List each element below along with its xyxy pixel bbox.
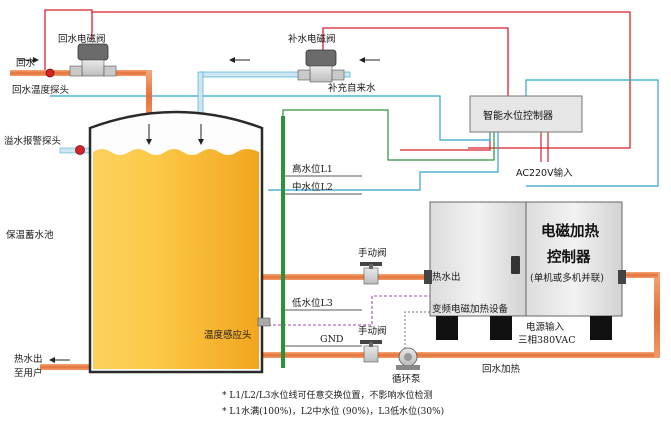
label-induction-controller-3: (单机或多机并联) <box>530 272 604 284</box>
note-2: * L1水满(100%)，L2中水位 (90%)，L3低水位(30%) <box>222 405 444 417</box>
purple-wire-temp-sensor <box>268 295 430 326</box>
label-return-heating: 回水加热 <box>482 363 521 375</box>
note-1: * L1/L2/L3水位线可任意交换位置，不影响水位检测 <box>222 389 433 401</box>
label-smart-controller: 智能水位控制器 <box>483 109 553 122</box>
label-hot-water-out-user-2: 至用户 <box>14 367 43 379</box>
label-return-valve: 回水电磁阀 <box>58 33 106 45</box>
return-pipe-drop <box>146 70 152 122</box>
label-induction-controller-1: 电磁加热 <box>541 222 599 240</box>
label-high-level: 高水位L1 <box>292 163 333 175</box>
label-low-level: 低水位L3 <box>292 297 333 309</box>
right-top-pipe <box>622 272 658 278</box>
overflow-probe-icon <box>75 145 85 155</box>
label-induction-device: 变频电磁加热设备 <box>432 303 509 315</box>
manual-valve-top[interactable] <box>360 262 382 285</box>
label-three-phase: 三相380VAC <box>518 334 575 346</box>
return-heat-pipe <box>262 352 660 358</box>
tank-water <box>93 149 259 369</box>
label-gnd: GND <box>320 334 344 345</box>
induction-heater-cabinet[interactable] <box>424 201 626 340</box>
level-probe-rod <box>281 116 285 368</box>
label-hot-water-out-user-1: 热水出 <box>14 353 43 365</box>
user-pipe <box>40 364 90 370</box>
circulation-pump-icon[interactable] <box>396 347 420 370</box>
hot-out-pipe <box>262 274 432 280</box>
overflow-pipe <box>59 147 91 154</box>
label-manual-valve-top: 手动阀 <box>358 247 387 259</box>
label-power-input: 电源输入 <box>526 321 565 333</box>
label-hot-water-out: 热水出 <box>432 271 461 283</box>
makeup-solenoid-valve[interactable] <box>297 49 345 83</box>
label-makeup-valve: 补水电磁阀 <box>288 33 336 45</box>
label-overflow-probe: 溢水报警探头 <box>4 135 61 147</box>
temp-sensor-body <box>257 317 271 327</box>
label-insulated-tank: 保温蓄水池 <box>6 229 54 241</box>
label-mid-level: 中水位L2 <box>292 181 333 193</box>
right-riser-pipe <box>654 272 660 358</box>
manual-valve-bottom[interactable] <box>360 340 382 363</box>
label-return-temp-probe: 回水温度探头 <box>12 84 69 96</box>
label-return-water: 回水 <box>16 57 36 69</box>
smart-controller-box[interactable] <box>469 95 583 133</box>
red-wire-return-valve <box>44 9 631 149</box>
red-wire-makeup-valve <box>322 27 509 96</box>
label-induction-controller-2: 控制器 <box>547 248 591 266</box>
return-temp-probe-icon <box>45 68 55 78</box>
label-ac220: AC220V输入 <box>516 167 573 179</box>
blue-wire-levels <box>268 132 499 191</box>
red-wire-controller-return <box>400 132 491 151</box>
label-makeup-tap-water: 补充自来水 <box>328 82 376 94</box>
label-temp-sensor: 温度感应头 <box>204 329 252 341</box>
blue-wire-top <box>50 95 491 141</box>
blue-wire-right <box>525 79 659 187</box>
green-wire-high-level <box>282 109 495 161</box>
return-solenoid-valve[interactable] <box>69 43 117 77</box>
label-circulation-pump: 循环泵 <box>392 373 421 385</box>
gray-wire-pump <box>404 311 430 350</box>
red-wire-ac220 <box>540 132 549 162</box>
label-manual-valve-bottom: 手动阀 <box>358 325 387 337</box>
